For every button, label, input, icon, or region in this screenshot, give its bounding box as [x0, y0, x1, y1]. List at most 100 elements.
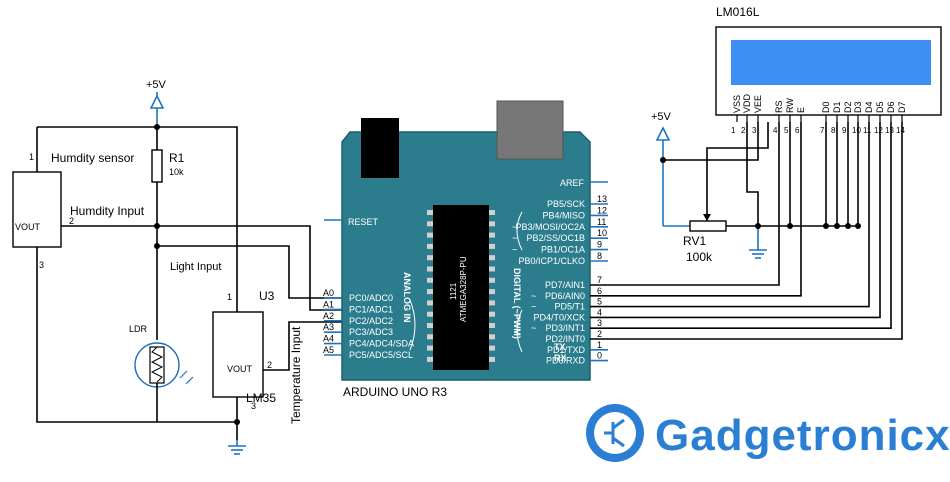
humidity-pin-3: 3	[39, 260, 44, 270]
lcd-pin-name: D5	[875, 101, 885, 113]
lcd-pin-name: VEE	[753, 95, 763, 113]
aref-label: AREF	[560, 178, 585, 188]
u3-vout: VOUT	[227, 364, 253, 374]
lcd-pin-number: 13	[885, 126, 894, 135]
lcd-pin-number: 6	[795, 126, 800, 135]
digital-pin-number: 12	[597, 205, 607, 215]
analog-header: ANALOG IN	[402, 272, 412, 323]
digital-pin-number: 4	[597, 307, 602, 317]
digital-pin-number: 3	[597, 318, 602, 328]
lcd-pin-name: VDD	[742, 93, 752, 113]
digital-pin-label: PD0/RXD	[546, 356, 586, 366]
pwm-tilde: ~	[531, 291, 536, 301]
humidity-vout: VOUT	[15, 222, 41, 232]
pwm-tilde: ~	[512, 245, 517, 255]
u3-pin-3: 3	[251, 401, 256, 411]
lcd-pin-name: D7	[897, 101, 907, 113]
wire-humidity-gnd	[36, 247, 237, 423]
wire-to-lcd	[590, 122, 903, 340]
digital-pin-number: 6	[597, 286, 602, 296]
digital-pin-number: 0	[597, 351, 602, 361]
lcd-pin-number: 7	[820, 126, 825, 135]
lcd-pin-name: VSS	[732, 95, 742, 113]
lcd-pin-number: 11	[863, 126, 872, 135]
net-light-input: Light Input	[170, 261, 221, 273]
power-symbol-left: +5V	[146, 79, 167, 127]
power-symbol-right: +5V	[651, 111, 672, 226]
analog-pin-label: PC4/ADC4/SDA	[349, 339, 414, 349]
wire-vcc-lcd	[663, 122, 759, 161]
digital-pin-label: PD1/TXD	[547, 345, 586, 355]
ldr-sensor: LDR	[129, 324, 194, 422]
rv1-name: RV1	[683, 234, 706, 248]
digital-header: DIGITAL (~PWM)	[512, 268, 522, 339]
rx-label: RX	[554, 353, 567, 363]
lcd-pin-number: 8	[831, 126, 836, 135]
lcd-display: LM016L VSS1VDD2VEE3RS4RW5E6D07D18D29D310…	[715, 5, 942, 135]
digital-pin-label: PD2/INT0	[545, 334, 585, 344]
reset-label: RESET	[348, 217, 379, 227]
humidity-pin-1: 1	[29, 152, 34, 162]
arduino-board: 1121 ATMEGA328P-PU ANALOG IN DIGITAL (~P…	[341, 100, 591, 381]
digital-pin-number: 10	[597, 228, 607, 238]
ground-symbol-left	[228, 440, 246, 455]
analog-pin-number: A0	[323, 288, 334, 298]
lcd-screen	[731, 40, 931, 85]
lcd-pin-number: 10	[852, 126, 861, 135]
lcd-pin-number: 5	[784, 126, 789, 135]
lcd-pin-number: 12	[874, 126, 883, 135]
wire-temperature	[263, 321, 342, 371]
digital-pin-label: PB2/SS/OC1B	[526, 233, 585, 243]
pwm-tilde: ~	[531, 323, 536, 333]
analog-pin-number: A1	[323, 299, 334, 309]
lcd-pin-name: E	[796, 107, 806, 113]
digital-pin-label: PB1/OC1A	[541, 245, 585, 255]
digital-pin-label: PB4/MISO	[542, 210, 585, 220]
analog-pin-label: PC5/ADC5/SCL	[349, 350, 413, 360]
resistor-r1: R1 10k	[151, 127, 185, 340]
pwm-tilde: ~	[531, 302, 536, 312]
wire-to-lcd	[590, 122, 870, 308]
u3-name: U3	[259, 289, 275, 303]
lcd-name: LM016L	[716, 5, 760, 19]
humidity-title: Humdity sensor	[51, 151, 134, 165]
tx-label: TX	[554, 342, 566, 352]
wire-to-lcd	[590, 122, 892, 330]
digital-pin-number: 9	[597, 240, 602, 250]
potentiometer-rv1: RV1 100k	[663, 122, 769, 264]
pwm-tilde: ~	[512, 222, 517, 232]
power-label-right: +5V	[651, 111, 672, 123]
rv1-value: 100k	[686, 250, 713, 264]
lcd-pin-number: 2	[741, 126, 746, 135]
lcd-pin-number: 14	[896, 126, 905, 135]
humidity-sensor: 1 2 3 VOUT Humdity sensor	[12, 151, 134, 270]
digital-pin-label: PB5/SCK	[547, 199, 585, 209]
wire-to-lcd	[590, 122, 780, 286]
lcd-pin-number: 9	[842, 126, 847, 135]
digital-pin-number: 5	[597, 297, 602, 307]
analog-pin-label: PC1/ADC1	[349, 304, 393, 314]
analog-pin-number: A4	[323, 334, 334, 344]
analog-pin-number: A2	[323, 311, 334, 321]
net-humidity-input: Humdity Input	[70, 204, 145, 218]
lcd-pin-name: D2	[843, 101, 853, 113]
digital-pin-number: 11	[597, 217, 606, 227]
analog-pin-number: A5	[323, 345, 334, 355]
lcd-pin-name: RS	[774, 100, 784, 113]
lm35-sensor: 1 2 3 VOUT U3 LM35	[212, 289, 276, 411]
gadgetronicx-logo: Gadgetronicx	[586, 404, 950, 462]
chip-name: ATMEGA328P-PU	[459, 256, 468, 322]
analog-pin-label: PC2/ADC2	[349, 316, 393, 326]
pwm-tilde: ~	[512, 233, 517, 243]
u3-model: LM35	[246, 391, 276, 405]
digital-pin-label: PD4/T0/XCK	[533, 312, 585, 322]
r1-value: 10k	[169, 167, 184, 177]
digital-pin-number: 7	[597, 275, 602, 285]
arduino-title: ARDUINO UNO R3	[343, 385, 447, 399]
u3-pin-2: 2	[267, 360, 272, 370]
u3-pin-1: 1	[227, 292, 232, 302]
lcd-pin-number: 3	[752, 126, 757, 135]
lcd-pin-name: D0	[821, 101, 831, 113]
